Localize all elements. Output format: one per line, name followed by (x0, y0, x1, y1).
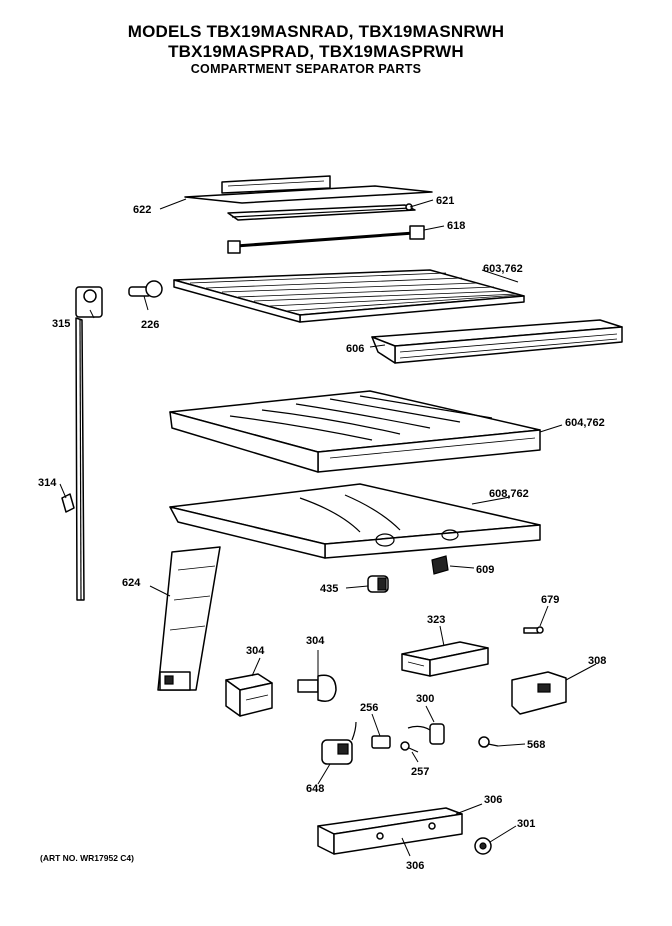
part-308-drawing (511, 671, 567, 715)
label-part-306-housing: 306 (484, 794, 502, 806)
part-603-drawing (173, 269, 525, 323)
label-part-608-762: 608,762 (489, 488, 529, 500)
label-part-603-762: 603,762 (483, 263, 523, 275)
leader-lines (59, 198, 597, 857)
label-part-624: 624 (122, 577, 141, 589)
part-618-drawing (227, 225, 425, 254)
part-304a-drawing (225, 673, 273, 717)
part-606-drawing (371, 319, 623, 364)
label-part-679: 679 (541, 594, 559, 606)
label-part-323: 323 (427, 614, 445, 626)
part-304b-drawing (297, 674, 337, 702)
label-part-435: 435 (320, 583, 338, 595)
part-648-drawing (321, 721, 357, 765)
label-part-606: 606 (346, 343, 364, 355)
part-306-drawing (317, 807, 463, 855)
label-part-301: 301 (517, 818, 535, 830)
part-256-drawing (371, 735, 391, 749)
part-300-drawing (407, 723, 445, 745)
part-609-drawing (431, 555, 449, 575)
label-part-257: 257 (411, 766, 429, 778)
part-301-drawing (474, 837, 492, 855)
part-568-drawing (478, 736, 499, 748)
label-part-618: 618 (447, 220, 465, 232)
label-part-308: 308 (588, 655, 606, 667)
part-315-drawing (75, 286, 103, 601)
label-part-300: 300 (416, 693, 434, 705)
label-part-314: 314 (38, 477, 57, 489)
label-part-306-hole: 306 (406, 860, 424, 872)
label-part-315: 315 (52, 318, 70, 330)
part-314-drawing (61, 493, 75, 513)
art-number: (ART NO. WR17952 C4) (40, 853, 134, 863)
part-435-drawing (367, 575, 389, 593)
part-679-drawing (523, 626, 544, 634)
part-621-drawing (227, 203, 416, 221)
part-257-drawing (400, 741, 419, 753)
part-323-drawing (401, 641, 489, 677)
label-part-622: 622 (133, 204, 151, 216)
label-part-256: 256 (360, 702, 378, 714)
part-226-drawing (128, 280, 163, 298)
label-part-609: 609 (476, 564, 494, 576)
part-622-drawing (184, 175, 433, 204)
title-models-line2: TBX19MASPRAD, TBX19MASPRWH (168, 42, 464, 61)
label-part-304-block: 304 (246, 645, 265, 657)
part-608-drawing (169, 483, 541, 559)
label-part-226: 226 (141, 319, 159, 331)
label-part-568: 568 (527, 739, 545, 751)
label-part-648: 648 (306, 783, 324, 795)
title-models-line1: MODELS TBX19MASNRAD, TBX19MASNRWH (127, 22, 505, 41)
part-624-drawing (157, 546, 221, 691)
subtitle-compartment-separator-parts: COMPARTMENT SEPARATOR PARTS (190, 62, 422, 76)
part-604-drawing (169, 390, 541, 473)
label-part-621: 621 (436, 195, 454, 207)
label-part-604-762: 604,762 (565, 417, 605, 429)
label-part-304-knob: 304 (306, 635, 325, 647)
